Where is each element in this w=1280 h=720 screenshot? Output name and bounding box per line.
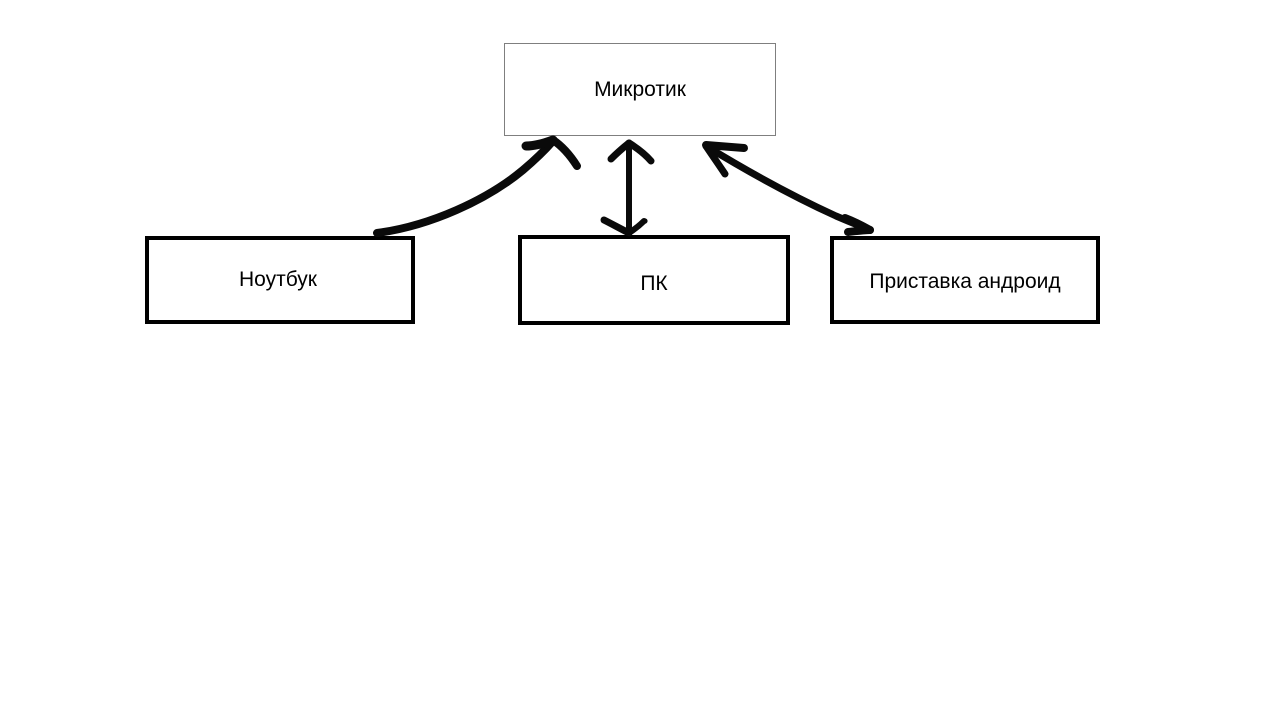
connector-androidbox-to-router-arrowhead-up-barb-upper bbox=[702, 141, 748, 152]
connector-laptop-to-router bbox=[373, 135, 581, 237]
node-pc[interactable]: ПК bbox=[518, 235, 790, 325]
connector-laptop-to-router-line bbox=[373, 137, 557, 237]
connector-pc-to-router-arrowhead-down-barb-left bbox=[600, 216, 633, 237]
connector-androidbox-to-router bbox=[702, 141, 874, 236]
connector-pc-to-router-arrowhead-up-barb-left bbox=[607, 139, 633, 163]
node-androidbox-label: Приставка андроид bbox=[869, 270, 1061, 294]
connector-pc-to-router-arrowhead-up-barb-right bbox=[625, 139, 655, 165]
node-androidbox[interactable]: Приставка андроид bbox=[830, 236, 1100, 324]
node-pc-label: ПК bbox=[640, 272, 668, 296]
connector-laptop-to-router-arrowhead-barb-left bbox=[521, 135, 558, 151]
connector-androidbox-to-router-arrowhead-down-barb-lower bbox=[844, 226, 874, 236]
node-router[interactable]: Микротик bbox=[504, 43, 776, 136]
connector-pc-to-router bbox=[600, 139, 655, 237]
connector-pc-to-router-ink-speck bbox=[642, 218, 648, 224]
node-laptop-label: Ноутбук bbox=[239, 268, 317, 292]
connector-androidbox-to-router-arrowhead-up-barb-lower bbox=[702, 142, 729, 178]
connector-pc-to-router-arrowhead-down-barb-right bbox=[626, 218, 647, 236]
node-laptop[interactable]: Ноутбук bbox=[145, 236, 415, 324]
connector-androidbox-to-router-line bbox=[702, 142, 872, 233]
node-router-label: Микротик bbox=[594, 77, 686, 101]
connector-laptop-to-router-arrowhead-barb-right bbox=[549, 136, 581, 170]
connector-androidbox-to-router-arrowhead-down-barb-upper bbox=[841, 214, 874, 234]
